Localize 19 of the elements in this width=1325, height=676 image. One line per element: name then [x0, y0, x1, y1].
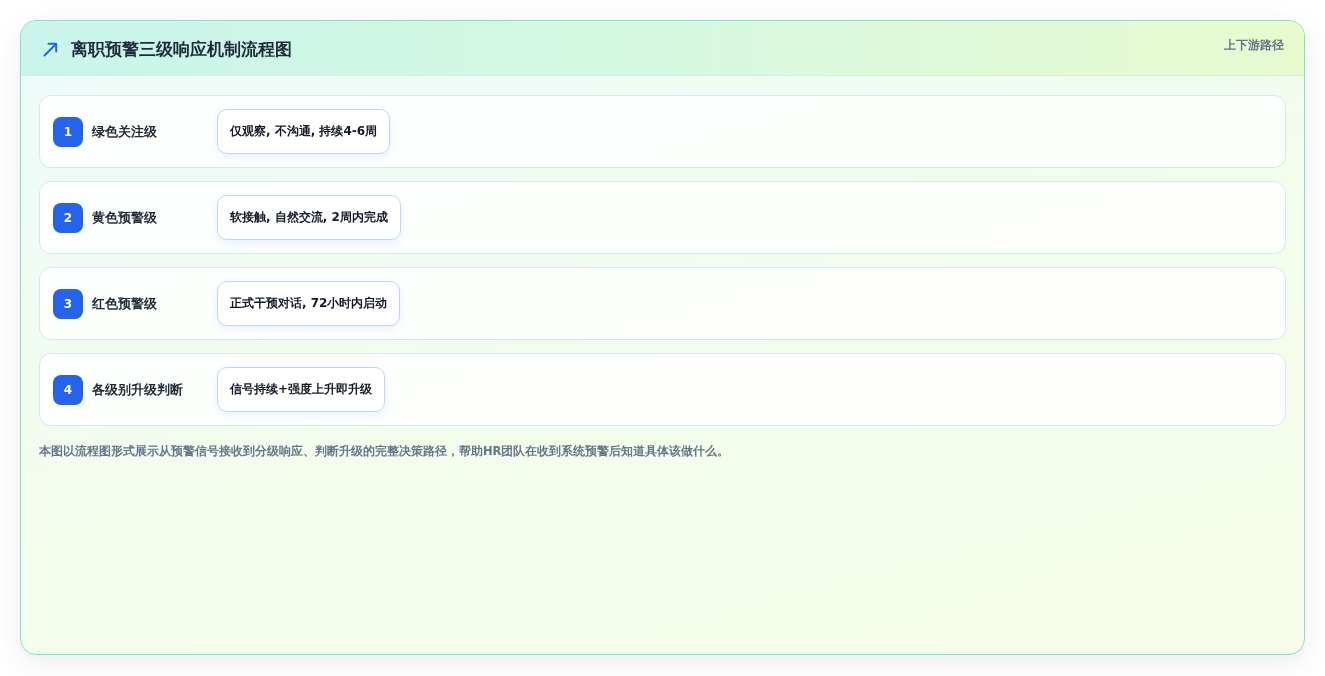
- level-card: [39, 181, 1286, 254]
- number-badge: 1: [53, 117, 83, 147]
- number-badge: 3: [53, 289, 83, 319]
- level-label: 各级别升级判断: [92, 381, 183, 399]
- level-label: 红色预警级: [92, 295, 157, 313]
- level-label: 黄色预警级: [92, 209, 157, 227]
- level-card: [39, 353, 1286, 426]
- number-badge: 4: [53, 375, 83, 405]
- response-box: 信号持续+强度上升即升级: [217, 367, 386, 412]
- response-box: 仅观察, 不沟通, 持续4-6周: [217, 109, 391, 154]
- level-card: [39, 267, 1286, 340]
- response-box: 软接触, 自然交流, 2周内完成: [217, 195, 401, 240]
- response-box: 正式干预对话, 72小时内启动: [217, 281, 401, 326]
- diagram-title: 离职预警三级响应机制流程图: [71, 38, 292, 61]
- level-card: [39, 95, 1286, 168]
- path-label: 上下游路径: [1224, 37, 1284, 54]
- number-badge: 2: [53, 203, 83, 233]
- caption-text: 本图以流程图形式展示从预警信号接收到分级响应、判断升级的完整决策路径，帮助HR团队在收到系统预警后知道具体该做什么。: [39, 443, 730, 460]
- level-label: 绿色关注级: [92, 123, 157, 141]
